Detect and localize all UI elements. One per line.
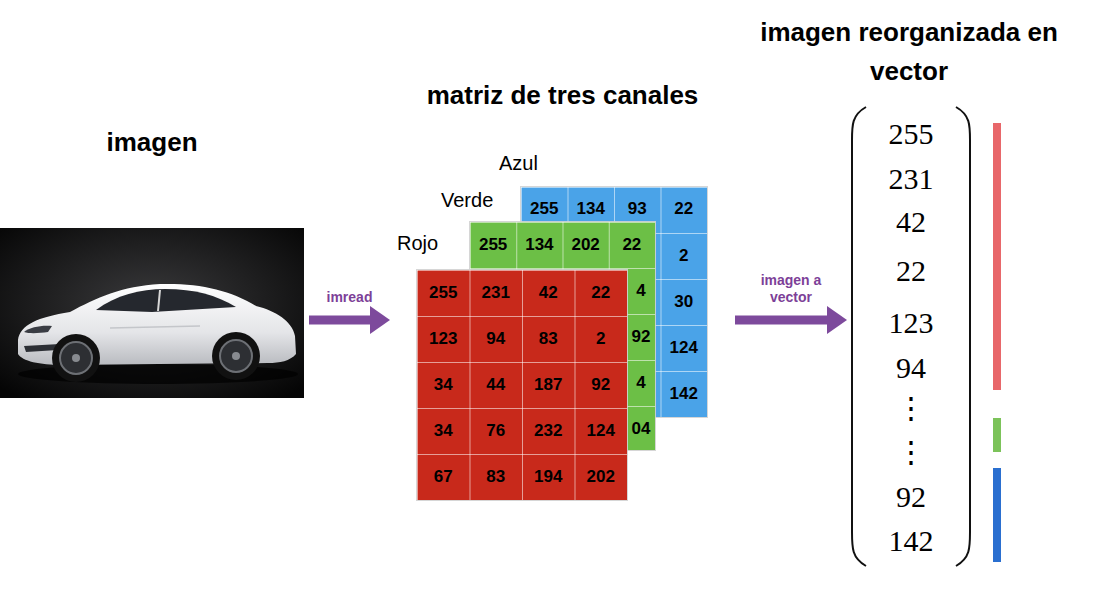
matrix-cell: 255 xyxy=(417,270,470,316)
edge-label: imread xyxy=(315,289,385,306)
vector-entry: 255 xyxy=(852,114,970,154)
arrow-shaft xyxy=(735,316,829,325)
heading: imagen xyxy=(0,122,304,162)
vector-entry: 92 xyxy=(852,477,970,517)
vector-entry: 142 xyxy=(852,521,970,561)
matrix-cell: 202 xyxy=(563,222,609,268)
matrix-cell: 2 xyxy=(661,233,708,279)
matrix-cell: 142 xyxy=(661,371,708,417)
heading: imagen reorganizada en vector xyxy=(730,13,1088,93)
edge-label: imagen a vector xyxy=(748,272,834,306)
matrix-cell: 83 xyxy=(522,316,575,362)
vector-entry: ⋮ xyxy=(852,432,970,472)
matrix-cell: 124 xyxy=(575,408,628,454)
channel-name: Azul xyxy=(499,150,569,176)
matrix-cell: 22 xyxy=(575,270,628,316)
matrix-cell: 30 xyxy=(661,279,708,325)
vector-entry: 42 xyxy=(852,202,970,242)
matrix-cell: 232 xyxy=(522,408,575,454)
image-box: imagen xyxy=(0,228,304,398)
matrix-cell: 124 xyxy=(661,325,708,371)
matrix-group: matriz de tres canalesAzul25513493222301… xyxy=(395,75,730,505)
arrow-head xyxy=(827,306,847,334)
matrix-cell: 44 xyxy=(470,362,523,408)
matrix-cell: 134 xyxy=(516,222,562,268)
matrix-cell: 34 xyxy=(417,362,470,408)
matrix-cell: 123 xyxy=(417,316,470,362)
vector-entry: 22 xyxy=(852,251,970,291)
vector-entry: 231 xyxy=(852,159,970,199)
heading: matriz de tres canales xyxy=(395,75,730,115)
matrix-cell: 202 xyxy=(575,454,628,500)
vector-entry: ⋮ xyxy=(852,388,970,428)
flow-arrow xyxy=(735,306,847,334)
matrix-cell: 34 xyxy=(417,408,470,454)
matrix-cell: 94 xyxy=(470,316,523,362)
flow-arrow xyxy=(309,306,390,334)
matrix-cell: 231 xyxy=(470,270,523,316)
red-channel: Rojo255231422212394832344418792347623212… xyxy=(417,270,627,500)
matrix-cell: 67 xyxy=(417,454,470,500)
matrix-cell: 187 xyxy=(522,362,575,408)
matrix-cell: 4 xyxy=(627,268,655,314)
matrix-cell: 255 xyxy=(470,222,516,268)
channel-name: Rojo xyxy=(397,230,467,256)
matrix-cell: 22 xyxy=(661,187,708,231)
matrix-cell: 194 xyxy=(522,454,575,500)
vector-entry: 94 xyxy=(852,348,970,388)
arrow-shaft xyxy=(309,316,372,325)
matrix-cell: 22 xyxy=(609,222,655,268)
arrow-head xyxy=(370,306,390,334)
matrix-cell: 83 xyxy=(470,454,523,500)
matrix-cell: 92 xyxy=(627,314,655,360)
vector-entry: 123 xyxy=(852,303,970,343)
vector-box: imagen reorganizada en vector25523142221… xyxy=(852,105,970,567)
matrix-cell: 2 xyxy=(575,316,628,362)
matrix-cell: 92 xyxy=(575,362,628,408)
matrix-cell: 76 xyxy=(470,408,523,454)
matrix-cell: 04 xyxy=(627,406,655,452)
matrix-cell: 4 xyxy=(627,360,655,406)
channel-name: Verde xyxy=(441,187,511,213)
matrix-cell: 42 xyxy=(522,270,575,316)
